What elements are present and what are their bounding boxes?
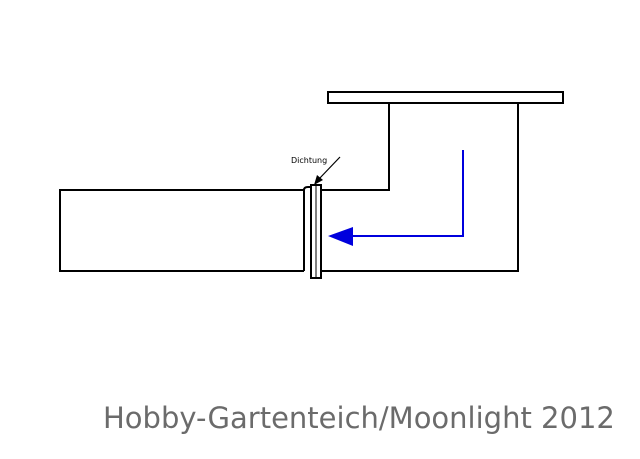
top-flange-plate [327,91,564,104]
flow-arrow-line [352,150,464,237]
watermark-text: Hobby-Gartenteich/Moonlight 2012 [103,401,615,435]
seal-callout-leader [317,156,341,181]
fitting-body-outline [322,103,390,191]
pipe-socket-end [303,186,312,271]
fitting-body-outer-outline [322,103,519,272]
seal-callout-label: Dichtung [291,156,327,165]
seal-callout-arrowhead [314,175,323,185]
flow-arrowhead [328,227,353,246]
pipe-outline [59,189,304,272]
